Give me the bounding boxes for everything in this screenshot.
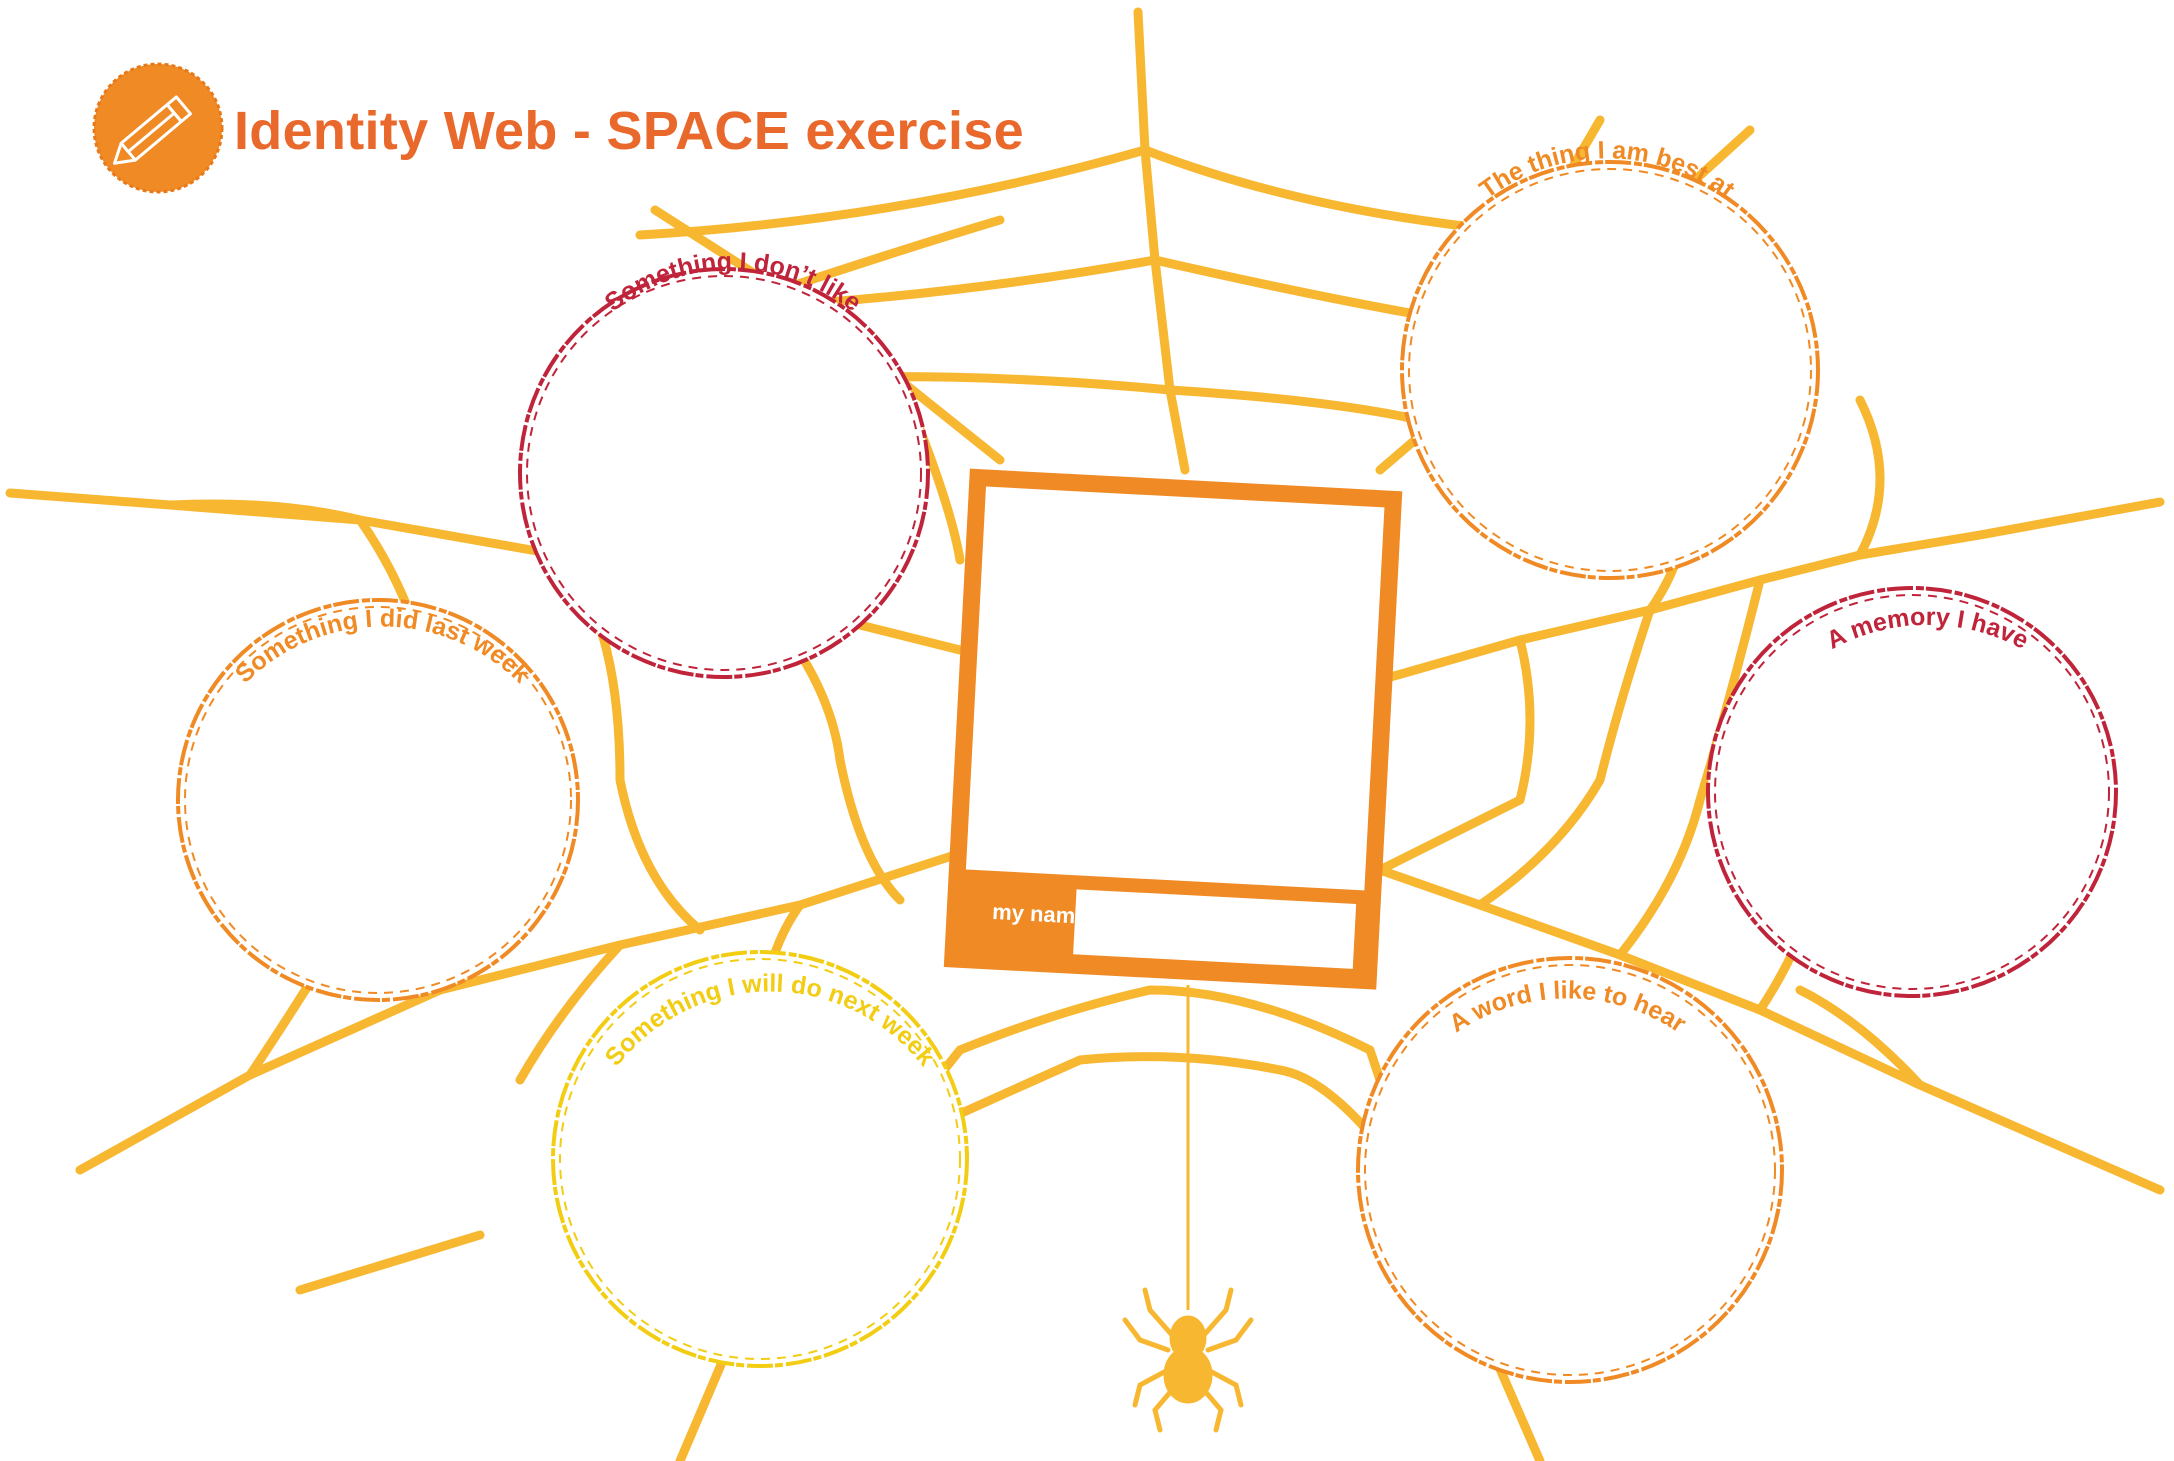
photo-frame: my name [943, 468, 1403, 990]
bubble-dont-like[interactable]: Something I don’t like [518, 247, 930, 679]
spider-web [5, 7, 2165, 1461]
pencil-icon [92, 62, 224, 194]
spider-icon [1122, 985, 1254, 1433]
bubble-best-at[interactable]: The thing I am best at [1400, 136, 1820, 580]
bubble-word[interactable]: A word I like to hear [1356, 956, 1784, 1384]
bubble-memory[interactable]: A memory I have [1706, 586, 2118, 998]
name-field[interactable] [1073, 889, 1357, 969]
page-title: Identity Web - SPACE exercise [234, 101, 1024, 161]
bubble-last-week[interactable]: Something I did last week [176, 598, 580, 1002]
bubble-next-week[interactable]: Something I will do next week [551, 950, 969, 1368]
name-label: my name [992, 899, 1089, 929]
